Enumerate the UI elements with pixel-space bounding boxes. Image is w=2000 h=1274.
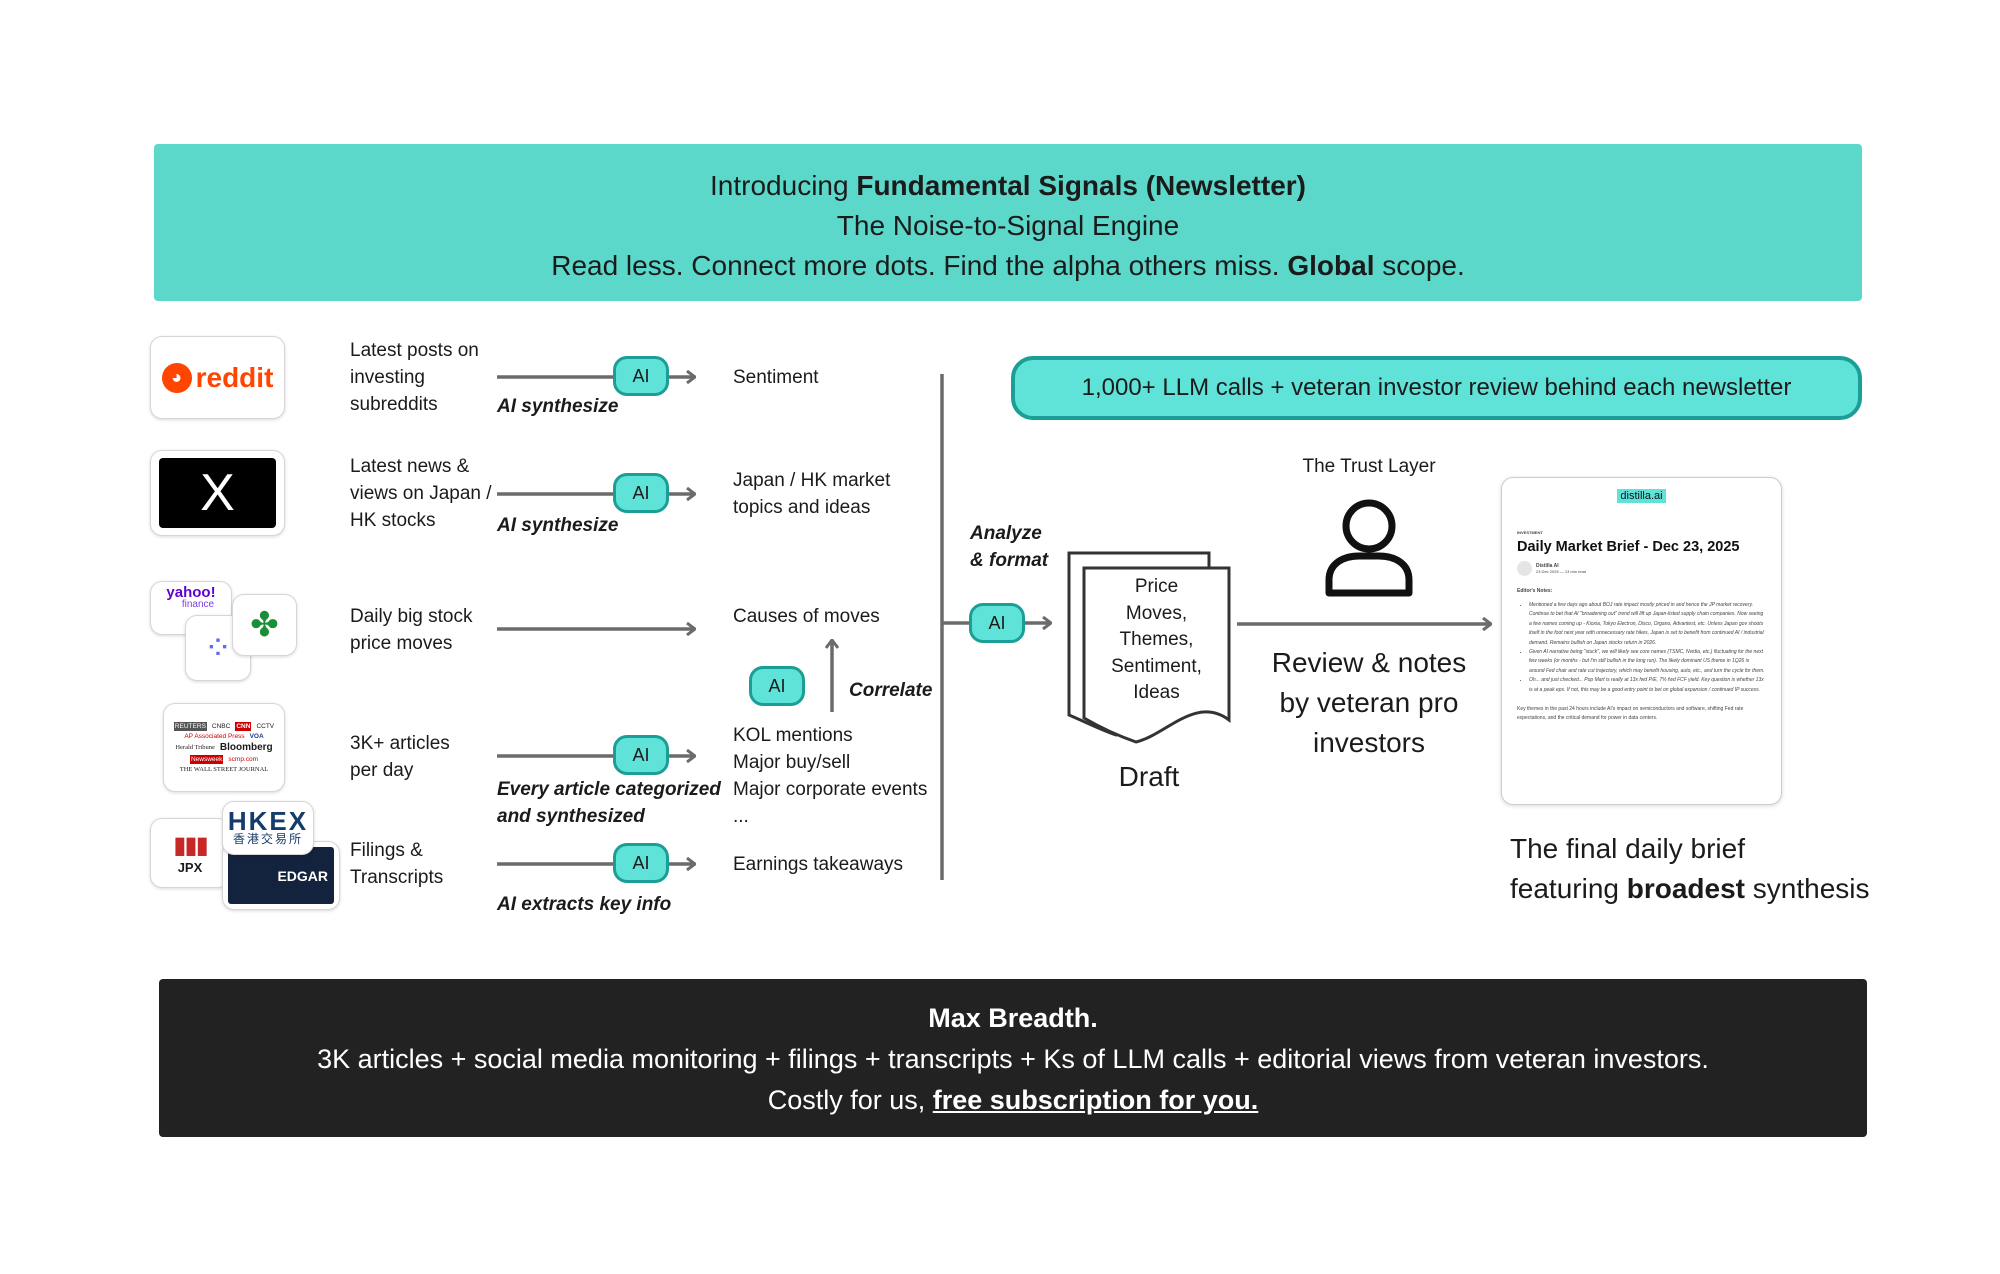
free-subscription-link[interactable]: free subscription for you. <box>932 1085 1259 1115</box>
source-label-articles: 3K+ articles per day <box>350 733 450 781</box>
source-label-reddit: Latest posts on investing subreddits <box>350 340 479 415</box>
header-banner: Introducing Fundamental Signals (Newslet… <box>154 144 1862 301</box>
newsletter-category: INVESTMENT <box>1517 530 1543 535</box>
output-sentiment: Sentiment <box>733 367 819 388</box>
source-label-filings: Filings & Transcripts <box>350 840 444 888</box>
newsletter-preview: distilla.ai INVESTMENT Daily Market Brie… <box>1501 477 1782 805</box>
distilla-brand: distilla.ai <box>1617 489 1666 503</box>
reddit-alien-icon: ◕ <box>161 362 192 393</box>
ai-badge: AI <box>613 356 669 396</box>
correlate-label: Correlate <box>849 680 933 701</box>
output-causes: Causes of moves <box>733 606 880 627</box>
footer-line: 3K articles + social media monitoring + … <box>317 1044 1709 1074</box>
x-logo: X <box>150 450 285 536</box>
source-label-x: Latest news & views on Japan / HK stocks <box>350 456 492 531</box>
ai-badge: AI <box>613 843 669 883</box>
footer-banner: Max Breadth. 3K articles + social media … <box>159 979 1867 1137</box>
ai-badge-correlate: AI <box>749 666 805 706</box>
jpx-logo: ▮▮▮JPX <box>150 818 230 888</box>
author-avatar <box>1517 561 1532 576</box>
footer-title: Max Breadth. <box>928 1003 1098 1033</box>
output-japan-hk: Japan / HK market topics and ideas <box>733 470 891 518</box>
ai-badge: AI <box>613 473 669 513</box>
process-label: AI synthesize <box>497 515 619 536</box>
banner-title: Introducing Fundamental Signals (Newslet… <box>710 170 1306 201</box>
draft-label: Draft <box>1118 761 1180 792</box>
source-label-price: Daily big stock price moves <box>350 606 473 654</box>
analyze-label: Analyze& format <box>970 523 1049 571</box>
banner-tagline: Read less. Connect more dots. Find the a… <box>551 250 1465 281</box>
final-brief-caption: The final daily brief featuring broadest… <box>1510 833 1870 904</box>
network-logo-icon: ✤ <box>232 594 297 656</box>
ai-badge-analyze: AI <box>969 603 1025 643</box>
process-label: AI synthesize <box>497 396 619 417</box>
banner-subtitle: The Noise-to-Signal Engine <box>836 210 1180 241</box>
newsletter-title: Daily Market Brief - Dec 23, 2025 <box>1517 539 1740 555</box>
person-icon <box>1325 499 1413 597</box>
process-label: Every article categorized and synthesize… <box>497 779 721 827</box>
reddit-logo: ◕ reddit <box>150 336 285 419</box>
llm-calls-banner: 1,000+ LLM calls + veteran investor revi… <box>1011 356 1862 420</box>
draft-document-stack-icon <box>1067 551 1231 744</box>
trust-layer-title: The Trust Layer <box>1302 456 1436 477</box>
ai-badge: AI <box>613 735 669 775</box>
process-label: AI extracts key info <box>497 894 672 915</box>
output-earnings: Earnings takeaways <box>733 854 904 875</box>
